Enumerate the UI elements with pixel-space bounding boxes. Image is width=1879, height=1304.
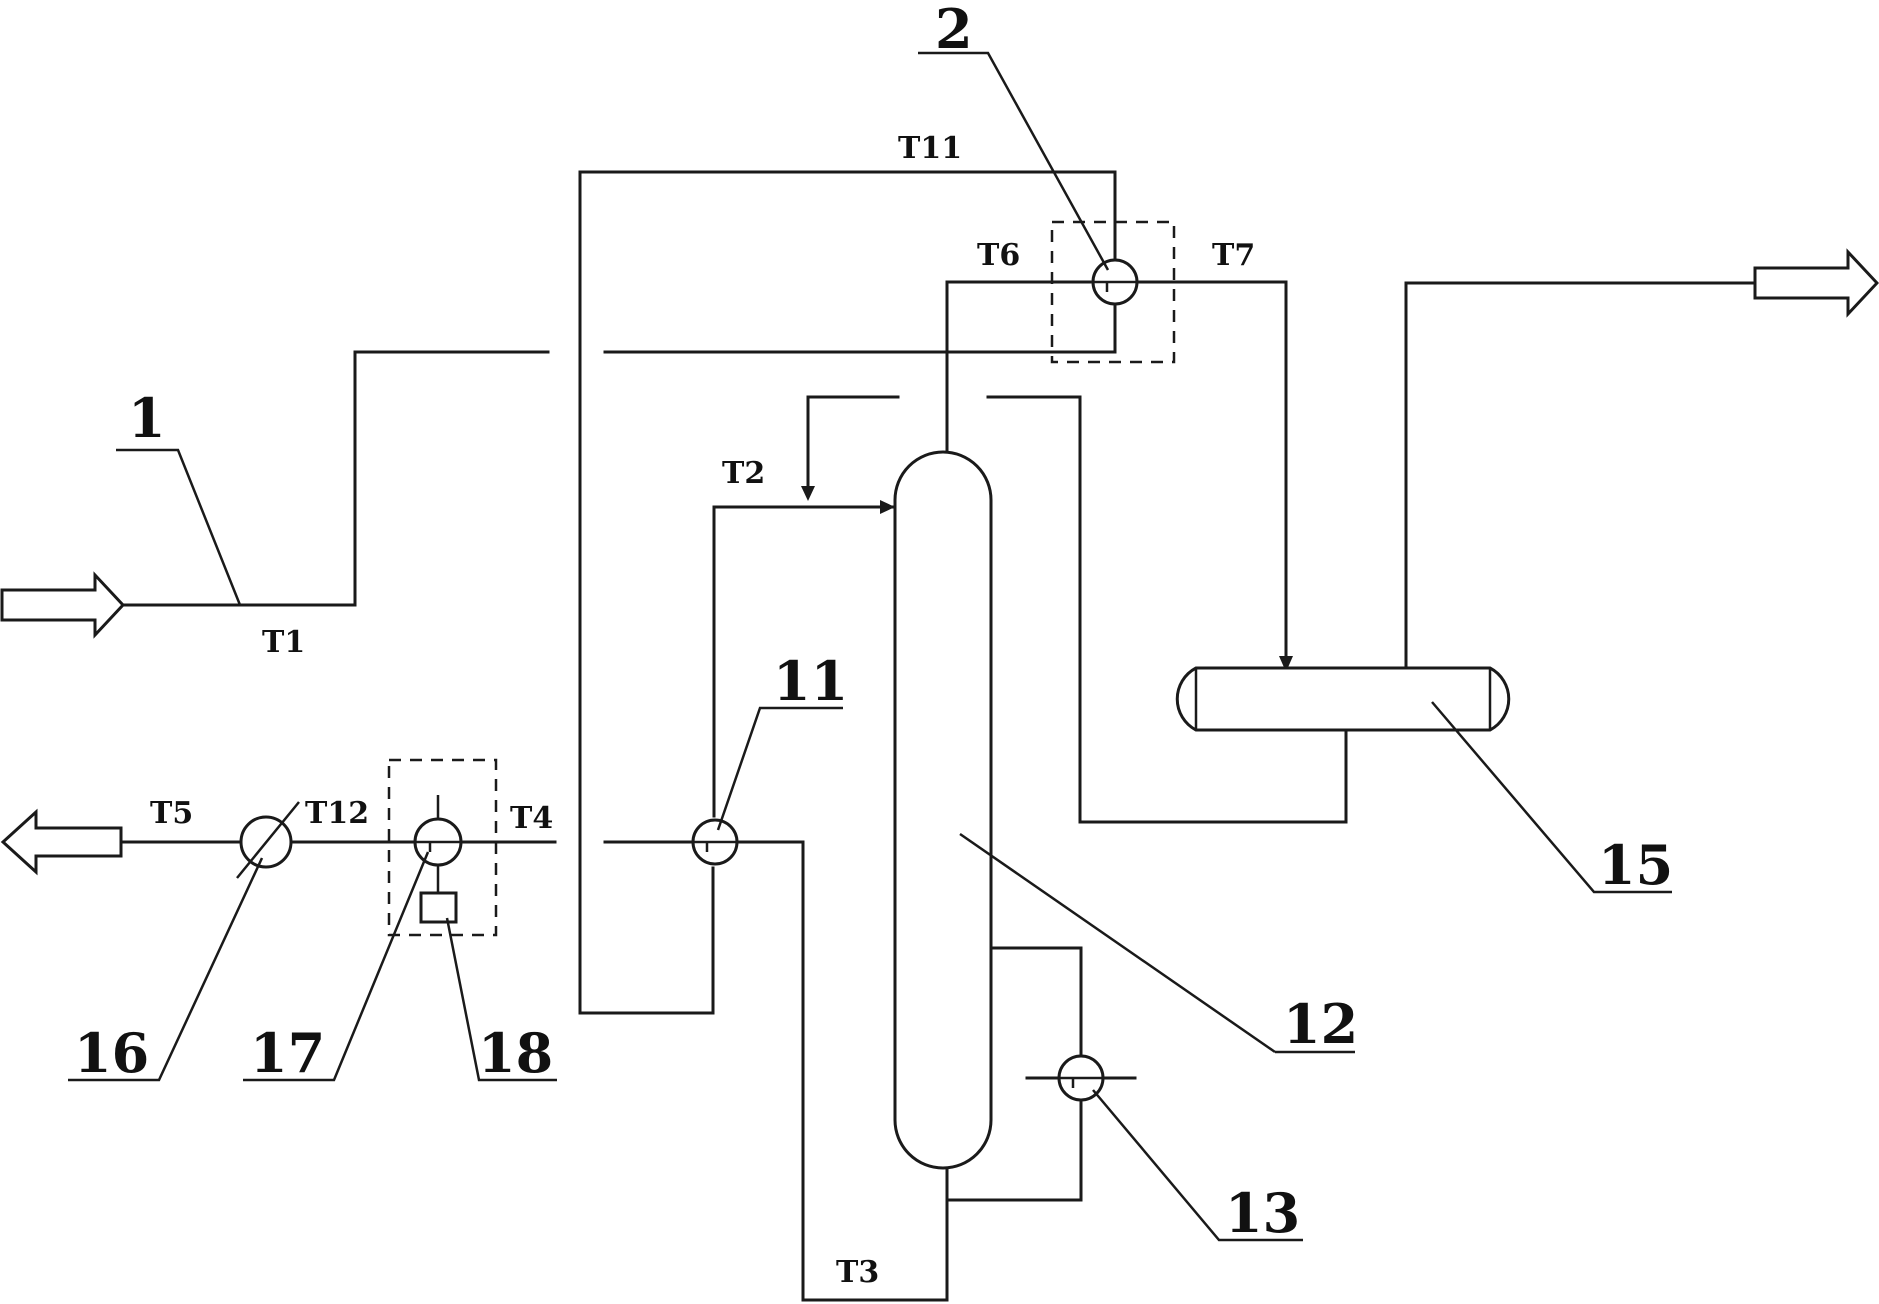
ref-numeral-2: 2: [935, 0, 973, 61]
stream-label-t3: T3: [836, 1255, 879, 1290]
t11-loop-line: [578, 170, 1117, 1015]
product-exchanger-dashed-box: [387, 758, 498, 937]
reflux-drum-body: [1175, 666, 1511, 732]
reboiler-draw-line: [945, 1098, 1083, 1202]
controller-box: [419, 891, 458, 924]
reflux-line: [712, 505, 895, 818]
leader-12: [959, 832, 1276, 1054]
stream-label-t6: T6: [977, 238, 1020, 273]
leader-2: [918, 51, 1110, 271]
reflux-inlet-arrowhead: [880, 500, 895, 514]
drum-liquid-line: [986, 395, 1348, 824]
drum-vapor-line: [1404, 281, 1757, 670]
ref-numeral-16: 16: [74, 1021, 149, 1085]
reboiler-return-line: [989, 946, 1083, 1059]
stream-label-t5: T5: [150, 796, 193, 831]
ref-numeral-13: 13: [1225, 1181, 1300, 1245]
stream-labels: T1 T2 T3 T4 T5 T6 T7 T11 T12: [150, 131, 1255, 1290]
reference-numerals: 1 2 11 12 13 15 16 17 18: [74, 0, 1673, 1245]
feed-heat-exchanger-group: [603, 818, 739, 866]
stream-label-t1: T1: [262, 625, 305, 660]
column-top-return-arrowhead: [801, 486, 815, 501]
ref-numeral-15: 15: [1598, 833, 1673, 897]
stream-label-t2: T2: [722, 456, 765, 491]
leader-lines: [68, 51, 1672, 1242]
leader-17: [243, 851, 430, 1082]
stream-label-t11: T11: [898, 131, 962, 166]
leader-15: [1431, 701, 1672, 894]
column-top-return-line: [806, 395, 900, 495]
ref-numeral-18: 18: [478, 1021, 553, 1085]
top-heat-exchanger-group: [578, 170, 1293, 1015]
leader-13: [1092, 1089, 1303, 1242]
ref-numeral-11: 11: [773, 649, 848, 713]
reboiler-loop: [945, 946, 1137, 1202]
stream-label-t7: T7: [1212, 238, 1255, 273]
stream-label-t12: T12: [305, 796, 369, 831]
feed-inlet-arrow: [0, 571, 126, 639]
condensate-inlet-arrowhead: [1279, 656, 1293, 672]
bottoms-line: [736, 840, 949, 1302]
ref-numeral-1: 1: [128, 386, 166, 450]
feed-pipe: [121, 350, 550, 607]
leader-1: [116, 448, 242, 606]
stream-label-t4: T4: [510, 801, 553, 836]
leader-11: [716, 706, 843, 831]
leader-16: [68, 857, 264, 1082]
top-exchanger-dashed-box: [1050, 220, 1176, 364]
condensate-line-to-drum: [1135, 280, 1288, 668]
product-outlet-arrow: [0, 808, 123, 876]
ref-numeral-17: 17: [250, 1021, 325, 1085]
product-outlet-group: [0, 758, 557, 937]
ref-numeral-12: 12: [1283, 992, 1358, 1056]
leader-18: [445, 917, 557, 1082]
vapor-outlet-arrow: [1753, 248, 1879, 318]
overhead-vapor-line: [945, 280, 1092, 454]
reflux-drum-group: [986, 248, 1879, 824]
control-valve-diagonal: [236, 801, 300, 879]
distillation-column: [712, 280, 1092, 1302]
column-body: [893, 450, 993, 1170]
